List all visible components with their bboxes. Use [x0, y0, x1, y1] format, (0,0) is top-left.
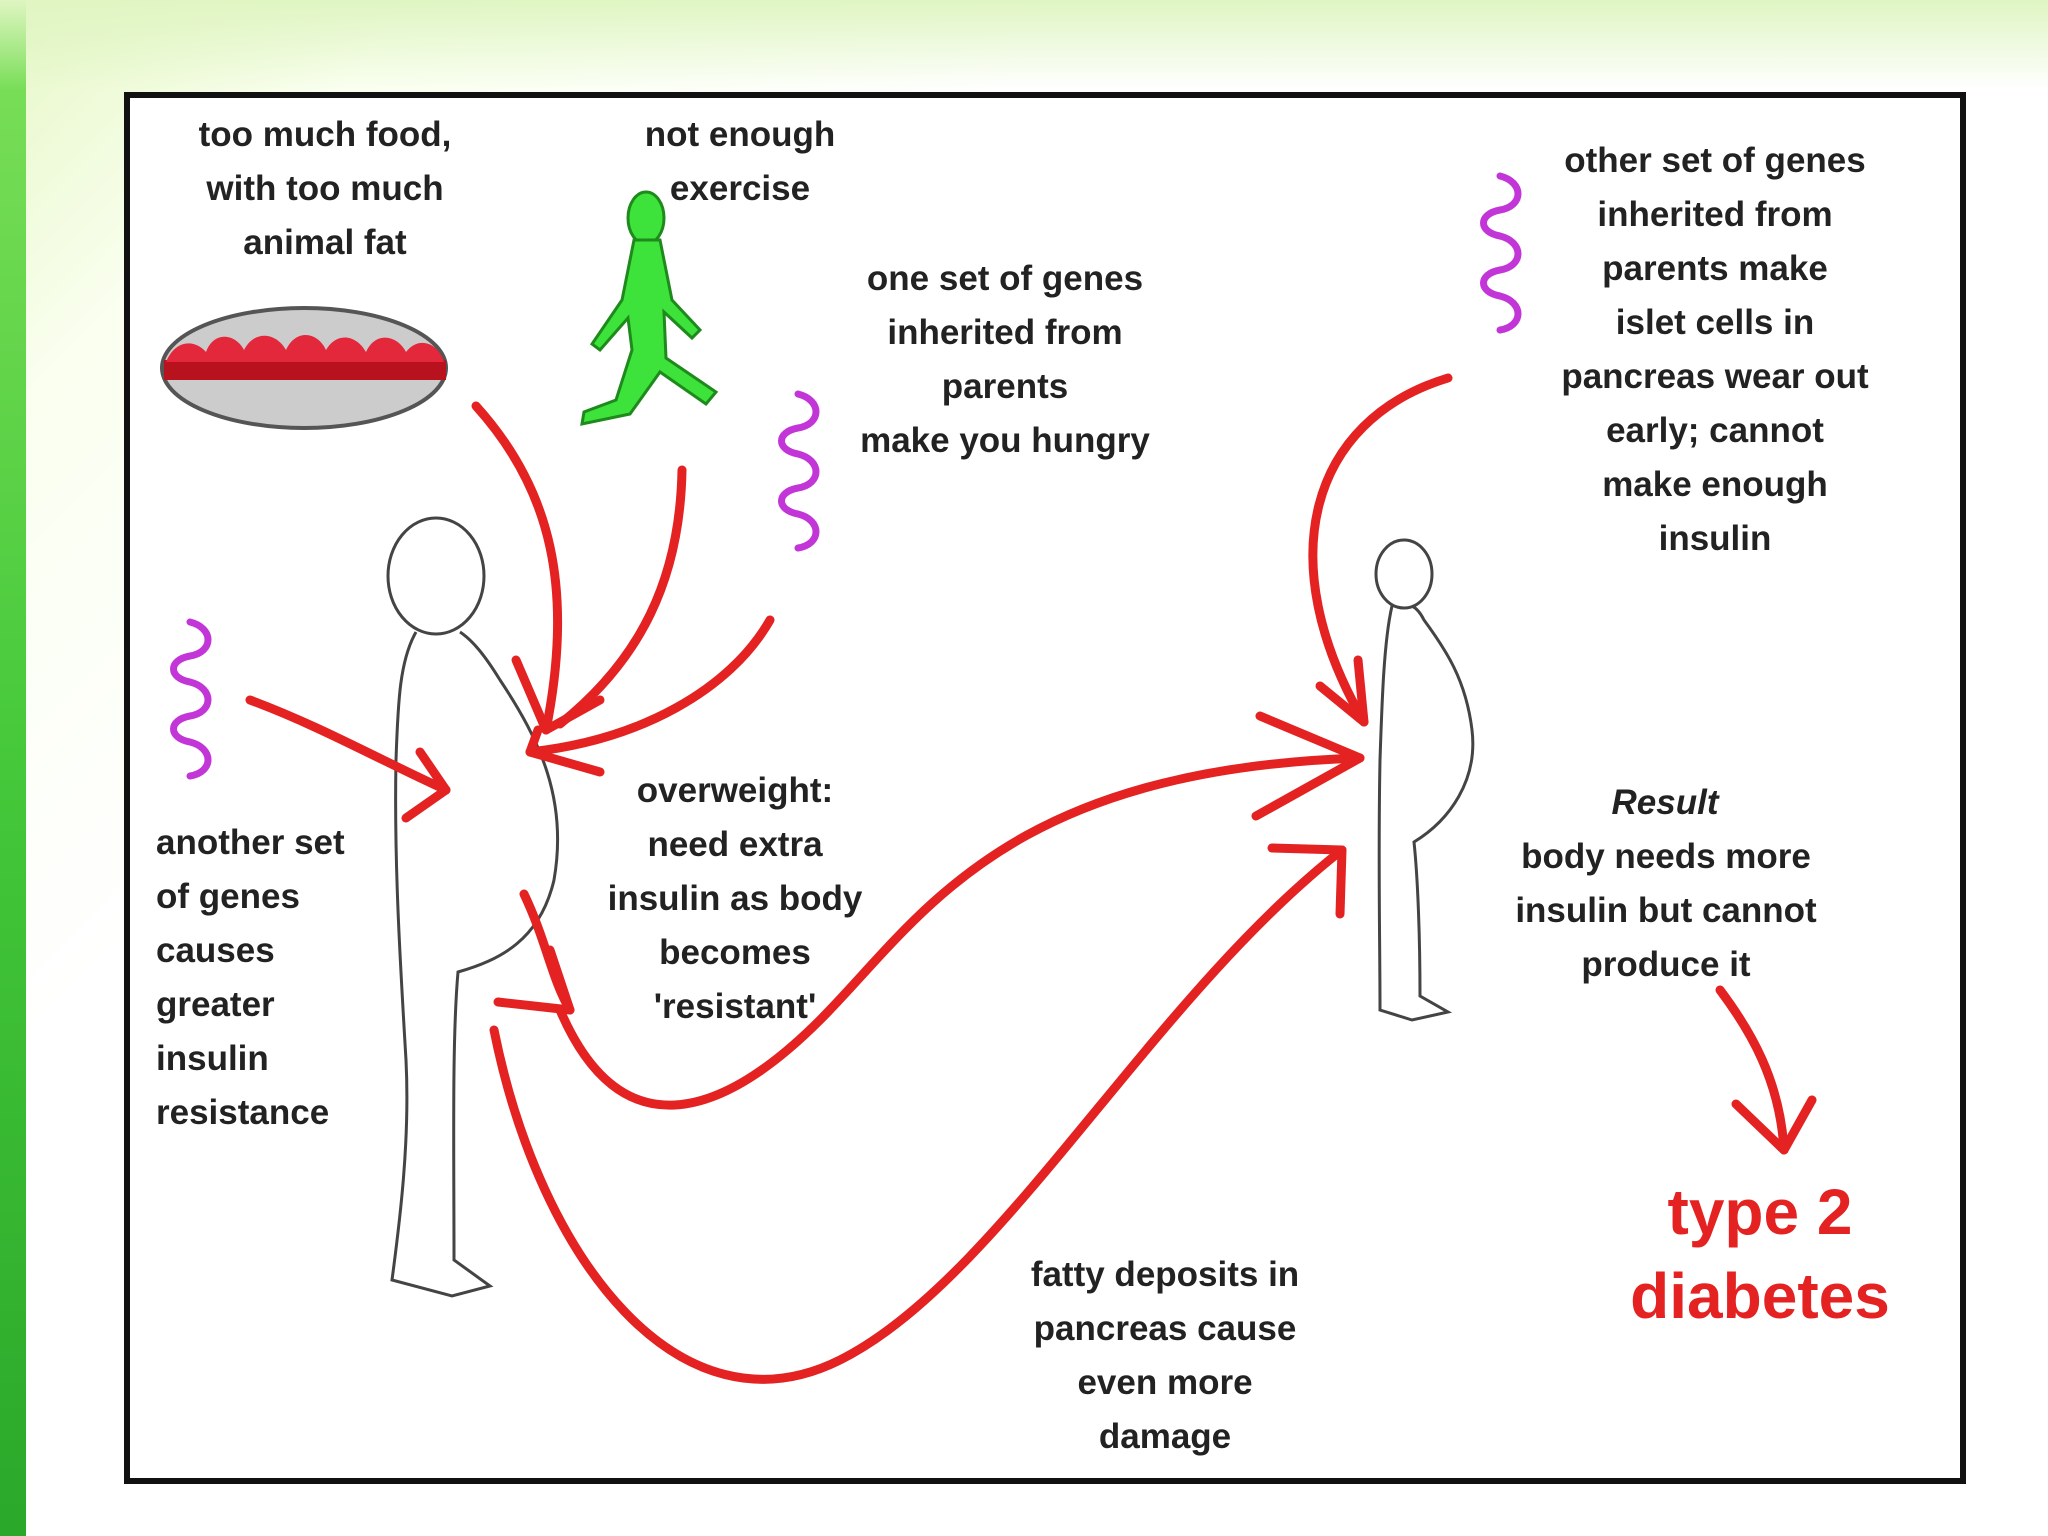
arrow-icon — [245, 373, 1817, 1384]
gene-coil-icon — [174, 622, 209, 776]
label-result-body: body needs more insulin but cannot produ… — [1515, 837, 1817, 984]
label-result-heading: Result — [1611, 783, 1719, 822]
label-too-much-food: too much food, with too much animal fat — [198, 115, 452, 262]
label-genes-hungry: one set of genes inherited from parents … — [860, 259, 1150, 460]
gene-coil-icon — [1484, 176, 1519, 330]
label-not-enough-exercise: not enough exercise — [644, 115, 836, 208]
top-gradient — [0, 0, 2048, 90]
label-fatty-deposits: fatty deposits in pancreas cause even mo… — [1030, 1255, 1300, 1456]
label-genes-insulin-resistance: another set of genes causes greater insu… — [156, 823, 345, 1132]
walking-person-icon — [580, 190, 719, 426]
outcome-type-2-diabetes: type 2 diabetes — [1630, 1176, 1890, 1332]
food-plate-icon — [160, 306, 448, 430]
obese-person-figure — [386, 516, 560, 1298]
gene-coil-icon — [782, 394, 817, 548]
thin-person-figure — [1374, 538, 1475, 1022]
left-accent-bar — [0, 0, 26, 1536]
label-overweight: overweight: need extra insulin as body b… — [607, 771, 863, 1026]
label-genes-islet-cells: other set of genes inherited from parent… — [1561, 141, 1869, 558]
